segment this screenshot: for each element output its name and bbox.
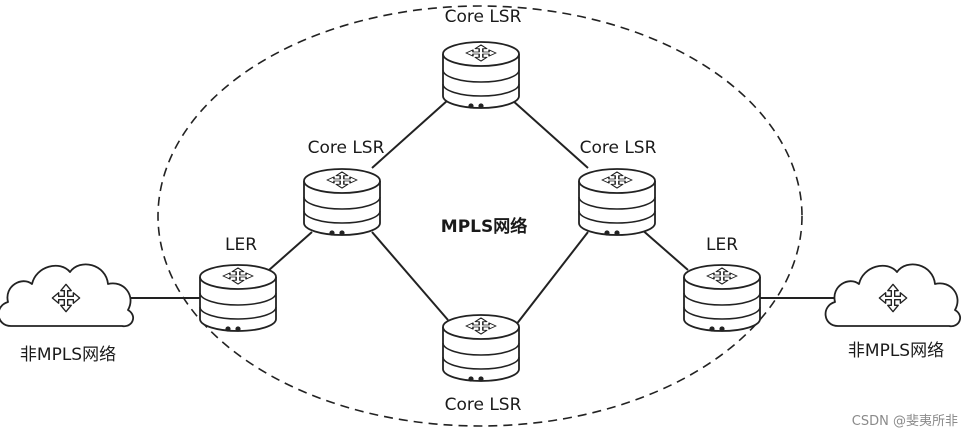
core-lsr-bottom-label: Core LSR (444, 395, 522, 415)
watermark: CSDN @斐夷所非 (851, 414, 958, 429)
router-icon[interactable] (200, 265, 276, 332)
mpls-network-label: MPLS网络 (440, 217, 528, 237)
link-core-bottom-core-right (511, 231, 589, 331)
router-icon[interactable] (684, 265, 760, 332)
core-lsr-right-label: Core LSR (579, 138, 657, 158)
ler-left-label: LER (224, 235, 258, 255)
link-core-left-core-top (371, 99, 449, 169)
non-mpls-network-right-label: 非MPLS网络 (847, 341, 945, 361)
router-icon[interactable] (443, 42, 519, 109)
links (122, 99, 846, 331)
cloud-network-icon[interactable] (0, 264, 133, 326)
router-icon[interactable] (443, 315, 519, 382)
link-core-left-core-bottom (371, 231, 449, 321)
link-core-top-core-right (511, 99, 589, 169)
router-icon[interactable] (579, 169, 655, 236)
mpls-domain-boundary (157, 5, 803, 427)
non-mpls-network-left-label: 非MPLS网络 (19, 345, 117, 365)
router-icon[interactable] (304, 169, 380, 236)
ler-right-label: LER (705, 235, 739, 255)
core-lsr-left-label: Core LSR (307, 138, 385, 158)
core-lsr-top-label: Core LSR (444, 7, 522, 27)
link-core-right-ler-right (639, 227, 689, 271)
cloud-network-icon[interactable] (826, 264, 961, 326)
